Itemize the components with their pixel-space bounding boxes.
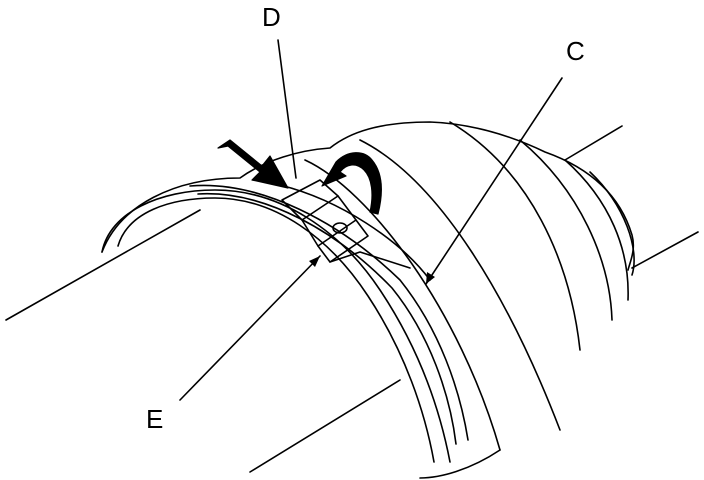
leader-line-e: [179, 255, 321, 401]
axle-shaft-left: [5, 209, 401, 473]
clamp-band: [101, 184, 469, 463]
leader-arrowheads: [309, 256, 435, 284]
rotate-arrow-icon: [321, 152, 382, 215]
push-arrow-icon: [217, 139, 289, 189]
axle-shaft-right: [564, 125, 699, 269]
arrowhead-c: [426, 272, 435, 284]
arrowhead-e: [309, 256, 320, 267]
clamp-latch: [281, 179, 411, 269]
leader-line-c: [425, 77, 563, 285]
callout-label-c: C: [566, 36, 585, 66]
callout-label-d: D: [262, 2, 281, 32]
leader-line-d: [277, 39, 297, 179]
callout-label-e: E: [146, 404, 164, 434]
